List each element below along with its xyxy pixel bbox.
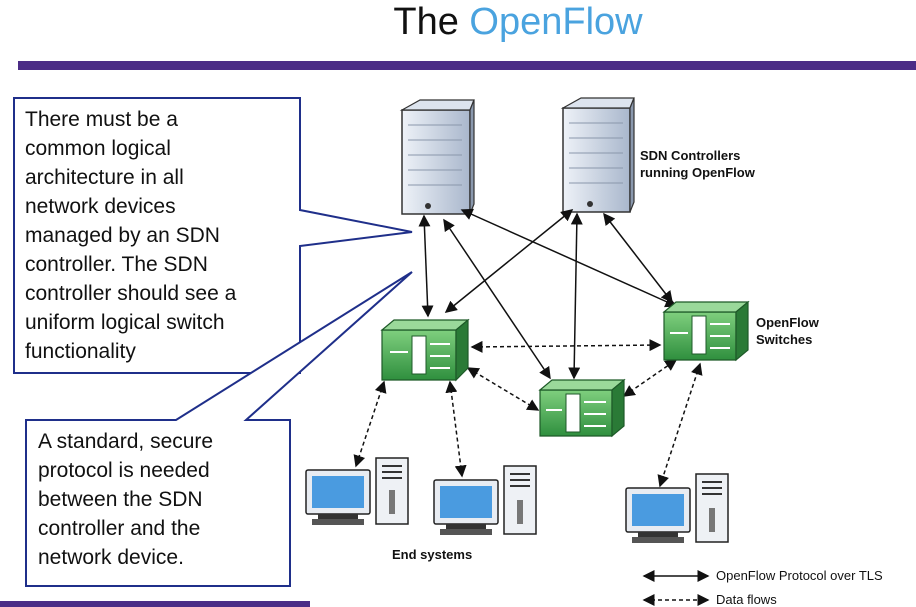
sdn-controller-server-2: [560, 97, 635, 213]
callout-bottom-text: A standard, secure protocol is needed be…: [38, 430, 214, 569]
end-system-3: [625, 473, 729, 543]
callout-top-box: [13, 97, 413, 374]
end-system-2: [433, 465, 537, 535]
controllers-label: SDN Controllers running OpenFlow: [640, 148, 755, 180]
legend-protocol-label: OpenFlow Protocol over TLS: [716, 568, 883, 583]
footer-divider: [0, 601, 310, 607]
openflow-switch-1: [380, 318, 470, 382]
sdn-controller-server-1: [399, 99, 475, 215]
callout-top-text: There must be a common logical architect…: [25, 108, 237, 363]
switches-label: OpenFlow Switches: [756, 315, 819, 347]
callout-bottom-box: [25, 271, 413, 587]
openflow-switch-2: [662, 300, 750, 362]
page-title: The OpenFlow: [0, 0, 916, 44]
openflow-protocol-links: [418, 208, 678, 380]
header-divider: [18, 61, 916, 70]
end-systems-label: End systems: [392, 547, 473, 562]
end-system-1: [305, 457, 409, 525]
data-flow-links: [353, 339, 703, 488]
title-prefix: The: [393, 1, 470, 43]
title-accent: OpenFlow: [469, 1, 643, 43]
legend-dataflow-label: Data flows: [716, 592, 777, 607]
openflow-switch-3: [538, 378, 626, 438]
